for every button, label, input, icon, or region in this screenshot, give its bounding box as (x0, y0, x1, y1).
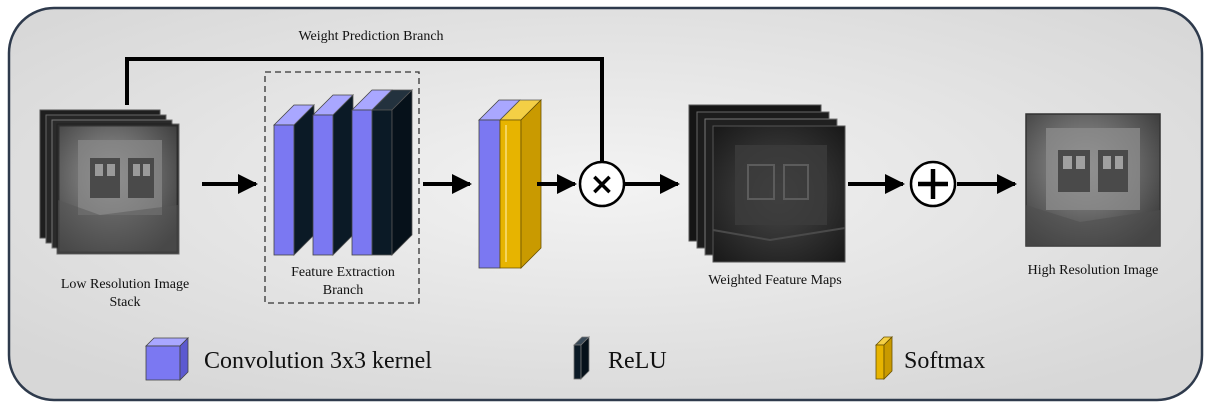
weighted-feature-maps-label: Weighted Feature Maps (708, 273, 841, 288)
conv-relu-block-2 (312, 94, 354, 256)
legend-softmax-label: Softmax (904, 348, 985, 374)
weight-prediction-branch-label: Weight Prediction Branch (298, 29, 443, 44)
legend-conv-icon (145, 337, 189, 381)
high-resolution-image-label: High Resolution Image (1028, 263, 1159, 278)
high-resolution-image (1025, 113, 1161, 247)
weight-prediction-connector (125, 57, 604, 168)
conv-softmax-block (478, 99, 542, 269)
feature-extraction-label-line2: Branch (323, 283, 363, 298)
legend-relu-label: ReLU (608, 348, 667, 374)
weighted-feature-maps (688, 104, 846, 263)
multiply-operator: × (578, 160, 626, 208)
input-label-line2: Stack (109, 295, 140, 310)
conv-relu-block-1 (273, 104, 315, 256)
input-label-line1: Low Resolution Image (61, 277, 189, 292)
legend: Convolution 3x3 kernel ReLU Softmax (145, 336, 985, 381)
feature-extraction-box (264, 71, 420, 304)
add-operator: + (909, 160, 957, 208)
legend-conv-label: Convolution 3x3 kernel (204, 348, 432, 374)
legend-softmax-icon (875, 336, 893, 380)
feature-extraction-label-line1: Feature Extraction (291, 265, 395, 280)
multiply-symbol: × (589, 167, 614, 202)
legend-relu-icon (573, 336, 590, 380)
conv-relu-block-3 (351, 89, 413, 256)
low-resolution-image-stack (39, 109, 180, 255)
